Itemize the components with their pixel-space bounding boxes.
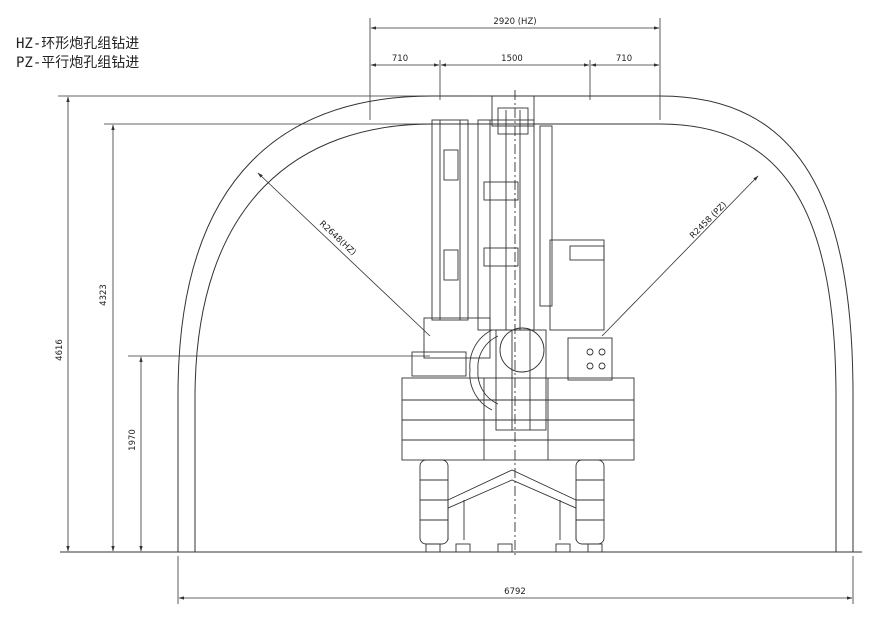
wheel-right xyxy=(575,459,605,545)
tunnel-inner-outline xyxy=(194,123,837,552)
radius-hz-line xyxy=(257,172,431,337)
dimension-lines xyxy=(66,26,853,600)
tunnel-outer-outline xyxy=(177,95,854,552)
legend-hz: HZ-环形炮孔组钻进 xyxy=(16,36,140,52)
tunnel-profile xyxy=(177,95,854,552)
wheel-left xyxy=(419,459,449,545)
label-710-left: 710 xyxy=(392,54,408,64)
dimension-labels: 2920 (HZ) 710 1500 710 4616 4323 1970 67… xyxy=(55,17,729,597)
chassis-body xyxy=(401,377,635,461)
stabilizer-frame xyxy=(447,469,577,509)
mast-left-frame xyxy=(431,119,469,321)
label-1500: 1500 xyxy=(501,54,523,64)
mast-right-tube xyxy=(539,125,553,307)
label-6792: 6792 xyxy=(504,587,526,597)
radius-pz-line xyxy=(601,175,759,337)
drilling-rig xyxy=(401,90,635,556)
extension-lines xyxy=(58,18,854,604)
label-4323: 4323 xyxy=(99,284,109,306)
label-710-right: 710 xyxy=(616,54,632,64)
label-1970: 1970 xyxy=(128,429,138,451)
label-2920: 2920 (HZ) xyxy=(493,17,536,27)
label-4616: 4616 xyxy=(55,339,65,361)
drill-feed xyxy=(495,329,547,431)
label-radius-hz: R2648(HZ) xyxy=(317,219,358,258)
legend-pz: PZ-平行炮孔组钻进 xyxy=(16,55,140,71)
label-radius-pz: R2458 (PZ) xyxy=(688,200,729,241)
rotation-head xyxy=(491,95,535,127)
